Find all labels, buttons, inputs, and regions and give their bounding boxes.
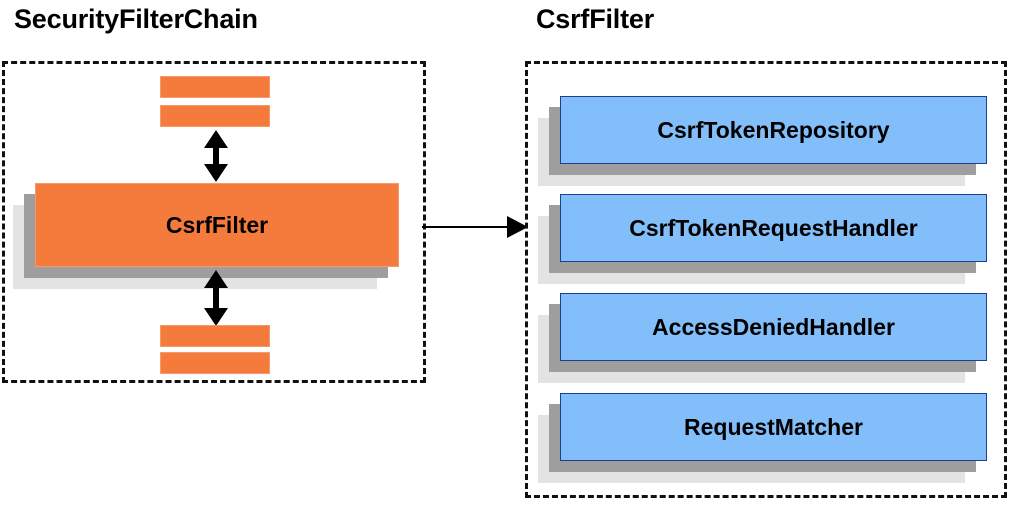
collaborator-card-csrf-token-repository[interactable]: CsrfTokenRepository xyxy=(538,96,987,186)
arrow-head-down-icon xyxy=(204,308,228,326)
left-to-right-arrow xyxy=(422,216,528,238)
arrow-shaft xyxy=(213,144,219,168)
arrow-head-up-icon xyxy=(204,270,228,288)
arrow-head-down-icon xyxy=(204,164,228,182)
arrow-head-up-icon xyxy=(204,130,228,148)
csrf-filter-label: CsrfFilter xyxy=(165,211,269,238)
filter-slab-above-2 xyxy=(160,105,270,127)
card-front: RequestMatcher xyxy=(560,393,987,461)
collaborator-label: RequestMatcher xyxy=(684,413,863,440)
filter-slab-above-1 xyxy=(160,76,270,98)
csrf-filter-container xyxy=(525,61,1007,498)
collaborator-card-request-matcher[interactable]: RequestMatcher xyxy=(538,393,987,483)
collaborator-card-csrf-token-request-handler[interactable]: CsrfTokenRequestHandler xyxy=(538,194,987,284)
arrow-head-right-icon xyxy=(507,216,528,238)
card-front: CsrfFilter xyxy=(35,183,399,267)
filter-slab-below-1 xyxy=(160,325,270,347)
filter-slab-below-2 xyxy=(160,352,270,374)
collaborator-label: CsrfTokenRepository xyxy=(657,116,890,143)
right-panel-title: CsrfFilter xyxy=(536,4,655,34)
card-front: CsrfTokenRequestHandler xyxy=(560,194,987,262)
csrf-filter-card[interactable]: CsrfFilter xyxy=(13,183,399,289)
collaborator-label: CsrfTokenRequestHandler xyxy=(629,214,918,241)
arrow-shaft xyxy=(213,284,219,312)
collaborator-card-access-denied-handler[interactable]: AccessDeniedHandler xyxy=(538,293,987,383)
card-front: AccessDeniedHandler xyxy=(560,293,987,361)
collaborator-label: AccessDeniedHandler xyxy=(652,313,895,340)
left-panel-title: SecurityFilterChain xyxy=(14,4,258,34)
security-filter-chain-container xyxy=(2,61,426,383)
arrow-shaft xyxy=(422,226,510,228)
card-front: CsrfTokenRepository xyxy=(560,96,987,164)
